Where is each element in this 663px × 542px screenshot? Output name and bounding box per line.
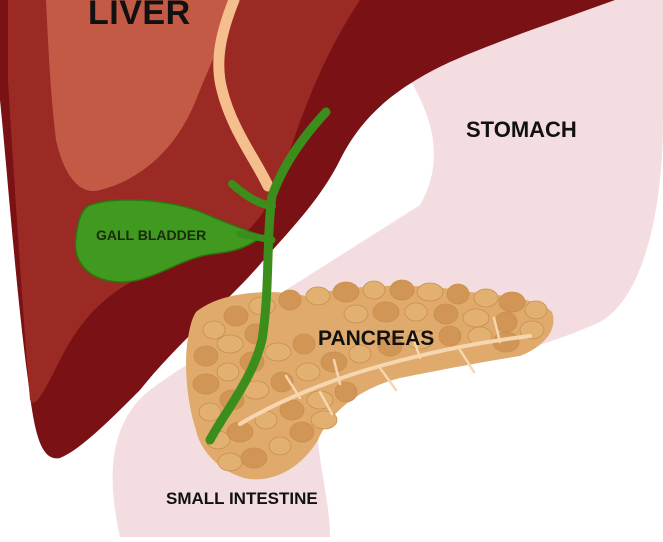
pancreas-lobule [417,283,443,301]
pancreas-lobule [474,289,498,307]
pancreas-lobule [296,363,320,381]
pancreas-lobule [306,287,330,305]
stomach-label: STOMACH [466,119,577,141]
pancreas-lobule [194,346,218,366]
pancreas-label: PANCREAS [318,328,434,349]
pancreas-lobule [203,321,225,339]
pancreas-lobule [193,374,219,394]
pancreas-lobule [269,437,291,455]
pancreas-lobule [335,382,357,402]
pancreas-lobule [279,290,301,310]
pancreas-lobule [293,334,315,354]
pancreas-lobule [434,304,458,324]
pancreas-lobule [463,309,489,327]
pancreas-lobule [439,326,461,346]
gall-bladder-label: GALL BLADDER [96,228,206,242]
pancreas-lobule [390,280,414,300]
pancreas-lobule [344,305,368,323]
pancreas-lobule [525,301,547,319]
pancreas-lobule [290,422,314,442]
pancreas-lobule [241,448,267,468]
pancreas-lobule [363,281,385,299]
pancreas-lobule [447,284,469,304]
liver-label: LIVER [88,0,191,30]
small-intestine-label: SMALL INTESTINE [166,490,318,507]
pancreas-lobule [217,335,243,353]
pancreas-lobule [224,306,248,326]
pancreas-lobule [373,302,399,322]
pancreas-lobule [405,303,427,321]
pancreas-lobule [499,292,525,312]
pancreas-lobule [217,363,239,381]
pancreas-lobule [495,312,517,332]
pancreas-lobule [333,282,359,302]
pancreas-lobule [265,343,291,361]
pancreas-lobule [218,453,242,471]
